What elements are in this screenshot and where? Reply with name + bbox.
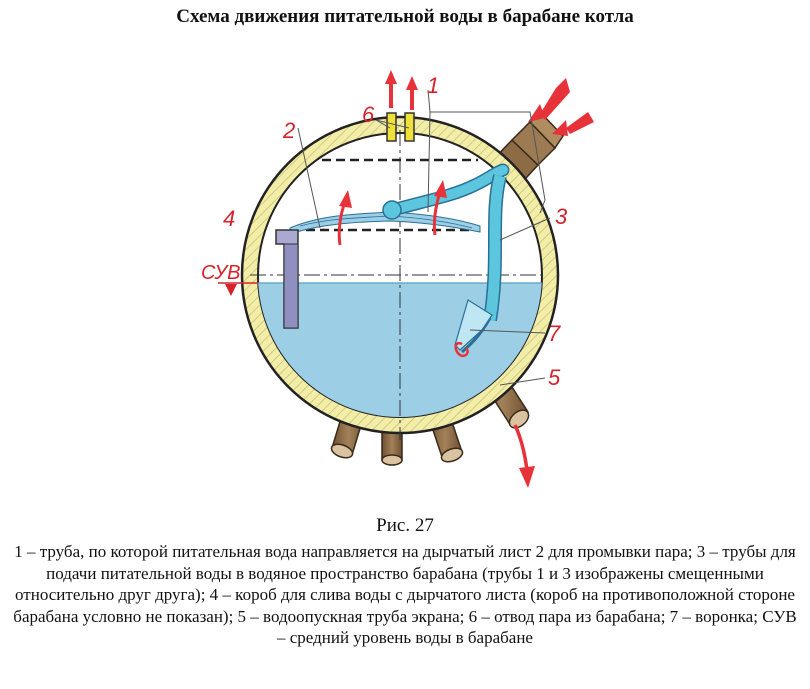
label-4: 4 [223,206,235,231]
funnel-7 [454,299,493,357]
label-suv: СУВ [201,262,240,284]
feedwater-distribution-pipes [393,163,510,354]
distributor-ball [382,200,402,220]
page-title: Схема движения питательной воды в бараба… [176,6,634,27]
leader-lines [297,89,551,386]
label-2: 2 [282,118,295,143]
suv-marker: СУВ [201,262,258,296]
flow-arrows [337,70,594,488]
label-7: 7 [548,321,561,346]
perforated-sheet-2 [292,158,478,232]
figure-label: Рис. 27 [376,515,434,536]
label-1: 1 [427,73,439,98]
label-3: 3 [555,204,568,229]
label-6: 6 [362,102,375,127]
label-5: 5 [548,365,561,390]
drain-box-4 [275,229,299,329]
figure-caption: 1 – труба, по которой питательная вода н… [13,542,797,647]
boiler-drum-diagram: СУВ 1 6 2 3 4 7 5 [201,70,594,488]
